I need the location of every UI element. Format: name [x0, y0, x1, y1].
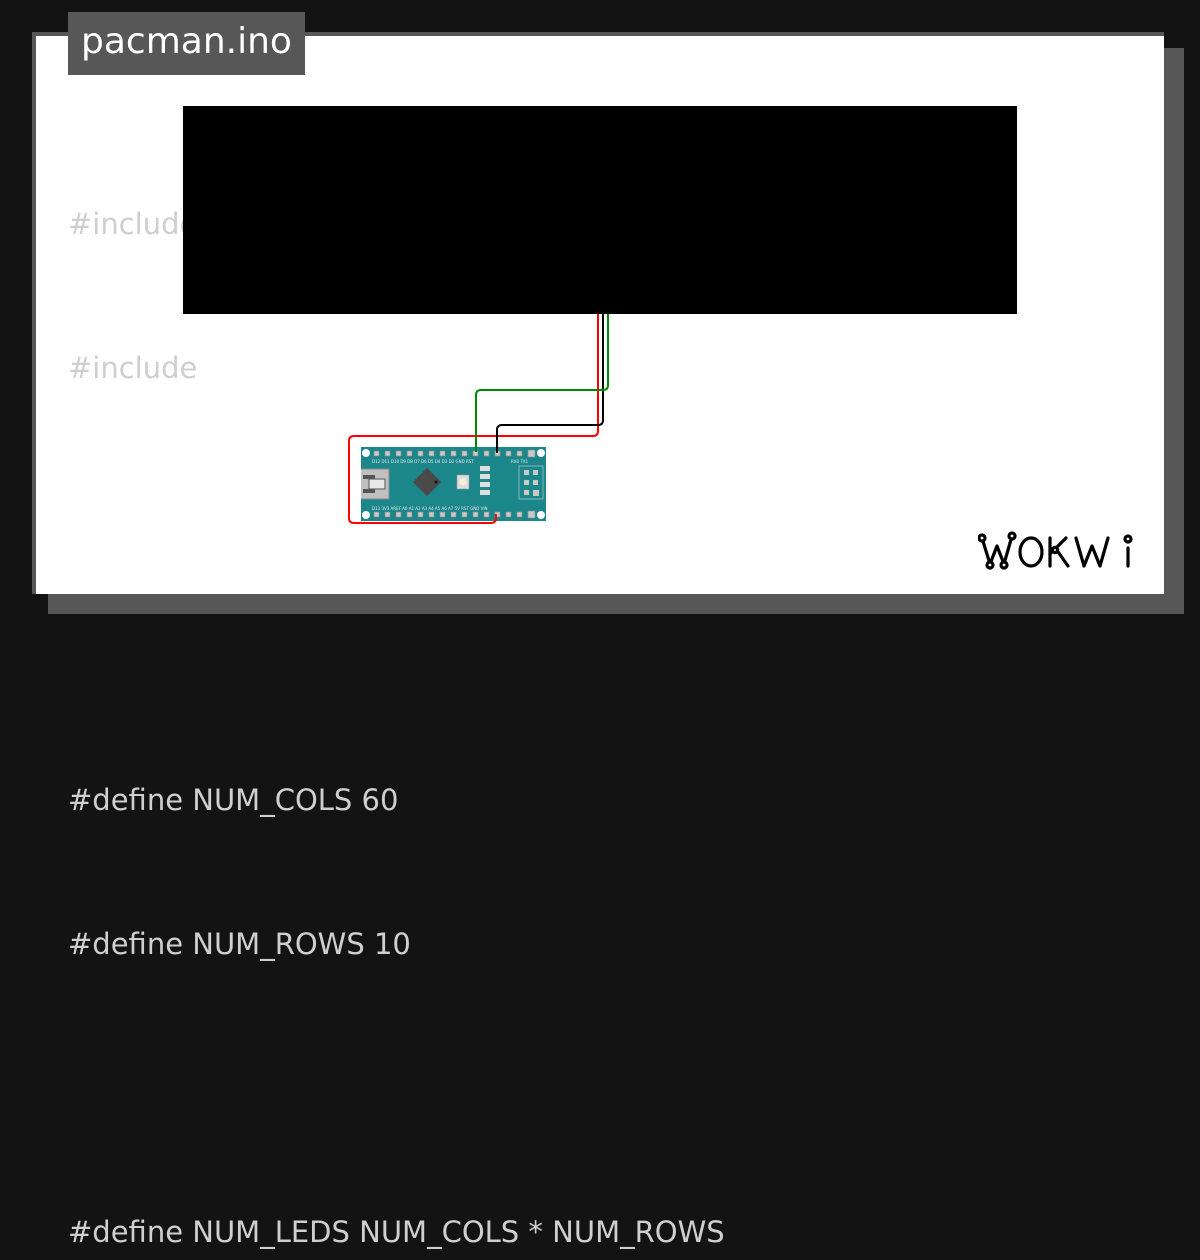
wokwi-logo — [978, 531, 1133, 570]
svg-text:D13 3V3 AREF A0 A1 A2 A3 A4 A5: D13 3V3 AREF A0 A1 A2 A3 A4 A5 A6 A7 5V … — [372, 506, 488, 511]
svg-text:RX0 TX1: RX0 TX1 — [511, 459, 529, 464]
code-line: #define NUM_ROWS 10 — [68, 927, 411, 961]
red-wire — [348, 314, 599, 524]
code-line: #include — [68, 207, 198, 241]
code-line — [68, 1064, 725, 1112]
black-wire — [496, 314, 604, 453]
arduino-nano-board[interactable]: D12 D11 D10 D9 D8 D7 D6 D5 D4 D3 D2 GND … — [361, 447, 546, 521]
green-wire — [475, 314, 609, 452]
file-name-tab: pacman.ino — [68, 12, 305, 75]
svg-text:D12 D11 D10 D9 D8 D7 D6 D5 D4: D12 D11 D10 D9 D8 D7 D6 D5 D4 D3 D2 GND … — [372, 459, 474, 464]
code-line: #define NUM_COLS 60 — [68, 783, 399, 817]
code-line — [68, 632, 725, 680]
code-line: #define NUM_LEDS NUM_COLS * NUM_ROWS — [68, 1215, 725, 1249]
led-matrix-display[interactable] — [183, 106, 1017, 314]
wiring — [348, 314, 609, 524]
code-line: #include — [68, 351, 198, 385]
